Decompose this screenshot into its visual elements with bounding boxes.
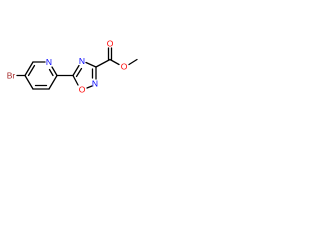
bond-c3-c2 — [48, 74, 58, 90]
bond-c5-n4 — [72, 64, 80, 77]
bond-ester-o-methyl — [128, 58, 138, 66]
bond-c3-carbonyl — [95, 58, 111, 68]
bond-carbonyl-ester-o — [109, 58, 120, 66]
atom-labels: Br N N N O O O — [7, 39, 128, 95]
bond-n4-c3 — [85, 61, 97, 68]
bond-c6-c5-inner — [27, 64, 36, 77]
bond-n2-o1 — [86, 85, 93, 89]
bond-c6-c5 — [24, 61, 34, 77]
atom-bromine: Br — [7, 71, 16, 81]
atom-ester-oxygen: O — [121, 62, 128, 72]
bond-o1-c5 — [72, 74, 79, 86]
atom-oxadiazole-n4: N — [79, 56, 85, 66]
atom-oxadiazole-oxygen: O — [79, 85, 86, 95]
bonds — [16, 47, 138, 90]
atom-oxadiazole-n2: N — [92, 79, 98, 89]
bond-c2-n1-inner — [48, 68, 54, 77]
bond-c2-n1 — [51, 66, 58, 77]
chemical-structure: Br N N N O O O — [7, 39, 138, 95]
bond-c5-n4-inner — [75, 67, 83, 78]
bond-c5-c4 — [24, 74, 34, 90]
atom-pyridine-nitrogen: N — [46, 57, 52, 67]
atom-carbonyl-oxygen: O — [107, 39, 114, 49]
